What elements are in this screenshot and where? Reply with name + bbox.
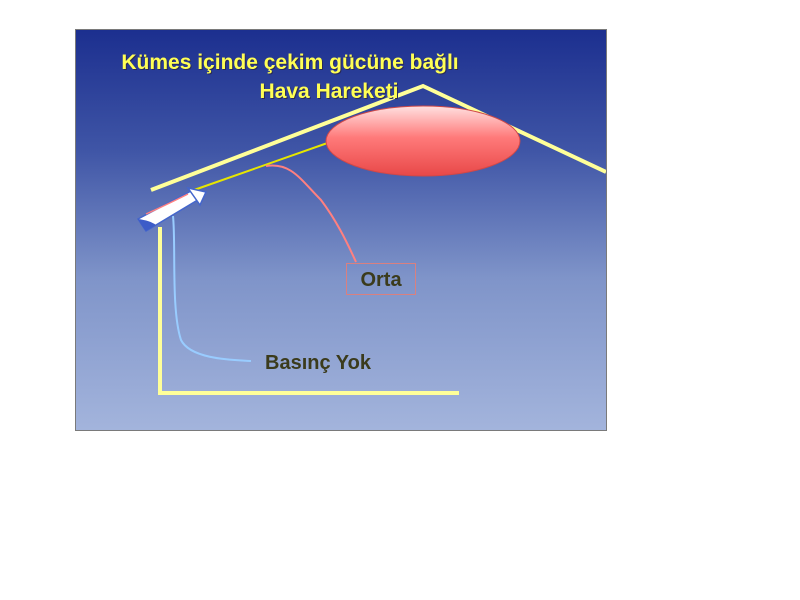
barn-wall-and-floor [158,227,459,395]
barn-diagram [136,83,606,395]
slide-title-line-2: Hava Hareketi [259,80,399,103]
barn-roof [150,83,606,192]
heater-ellipse [325,105,521,177]
slide-title-line-1: Kümes içinde çekim gücüne bağlı [121,51,459,74]
airflow-curve [172,215,252,362]
air-inlet-arrow-icon [136,186,208,233]
basinc-yok-label: Basınç Yok [265,352,371,374]
slide: Kümes içinde çekim gücüne bağlı Hava Har… [75,29,607,431]
orta-label: Orta [346,263,416,295]
orta-connector-line [265,164,357,263]
incoming-air-line [193,139,337,191]
